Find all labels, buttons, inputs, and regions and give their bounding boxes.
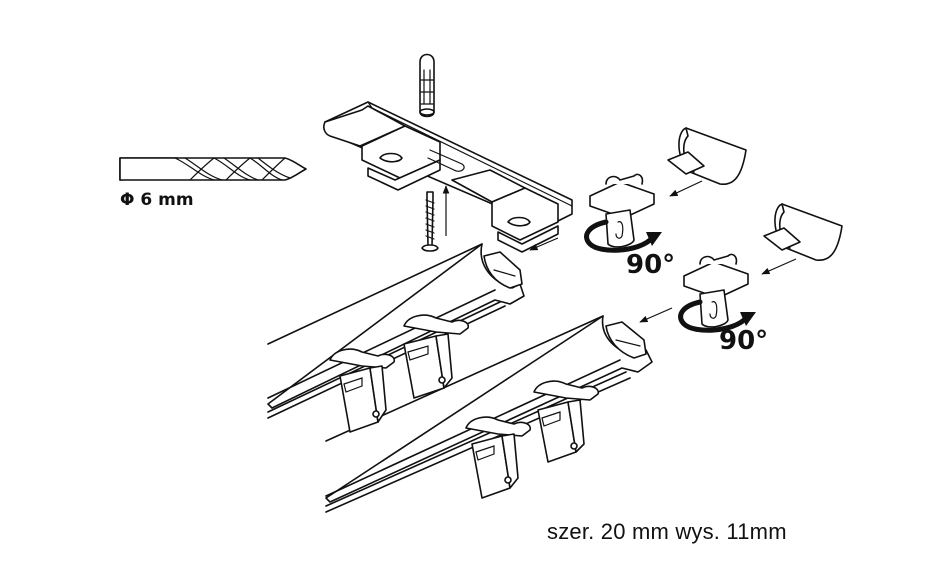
wall-plug: [419, 53, 435, 118]
curtain-hook-clip: [403, 314, 470, 399]
ceiling-clip: [589, 173, 655, 248]
drill-diameter-label: Φ 6 mm: [120, 190, 194, 210]
mounting-bracket: [323, 101, 573, 253]
curtain-hook-clip: [533, 380, 600, 463]
rail-dimensions-label: szer. 20 mm wys. 11mm: [547, 519, 787, 544]
rotation-angle-label: 90°: [719, 326, 769, 356]
arrow-slide-left: [529, 237, 559, 251]
rotate-arrow-icon: [584, 219, 662, 253]
end-cap: [763, 203, 843, 261]
rotate-arrow-icon: [678, 299, 756, 333]
drill-bit-icon: [119, 157, 307, 181]
curtain-hook-clip: [465, 416, 532, 499]
rotation-angle-label: 90°: [626, 250, 676, 280]
curtain-hook-clip: [329, 348, 396, 433]
arrow-to-clip-2: [761, 258, 797, 275]
ceiling-clip: [683, 253, 749, 328]
arrow-to-rail-lower: [639, 307, 673, 323]
rail-upper: [267, 243, 525, 419]
arrow-to-clip-1: [669, 180, 703, 197]
screw: [421, 191, 439, 252]
end-cap: [667, 127, 747, 185]
